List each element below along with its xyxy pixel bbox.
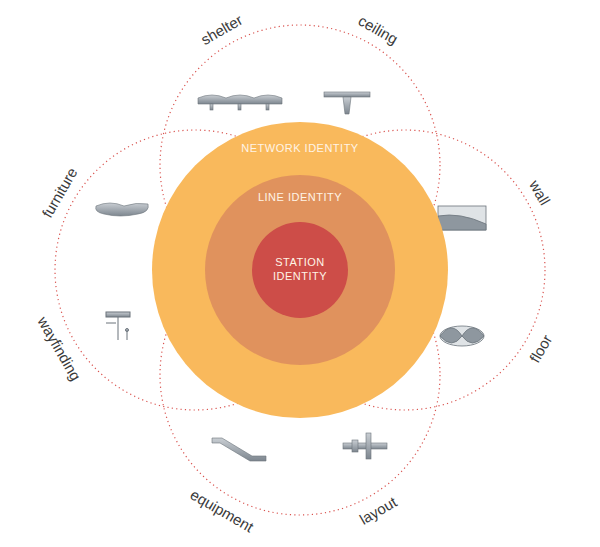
identity-label: NETWORK IDENTITY — [230, 142, 370, 156]
circle-fill — [205, 175, 395, 365]
identity-circle: STATION IDENTITY — [252, 222, 348, 318]
identity-circle: LINE IDENTITY STATION IDENTITY — [205, 175, 395, 365]
layout-icon — [343, 433, 387, 459]
category-label: furniture — [39, 164, 81, 220]
category-label: layout — [356, 493, 399, 528]
circle-fill — [152, 122, 448, 418]
shelter-icon — [198, 95, 282, 110]
floor-icon — [440, 326, 484, 346]
wall-icon — [438, 206, 486, 230]
category-label: shelter — [198, 11, 245, 48]
category-label: wall — [526, 177, 554, 208]
identity-label: STATION IDENTITY — [267, 256, 333, 284]
category-label: ceiling — [355, 12, 400, 48]
circle-fill — [252, 222, 348, 318]
furniture-icon — [96, 203, 149, 216]
wayfinding-icon — [106, 312, 130, 340]
category-label: equipment — [187, 485, 256, 535]
category-label: floor — [525, 331, 554, 365]
identity-circle: NETWORK IDENTITY LINE IDENTITY STATION IDE… — [152, 122, 448, 418]
escalator-icon — [212, 438, 266, 461]
identity-label: LINE IDENTITY — [250, 191, 350, 205]
category-label: wayfinding — [35, 313, 85, 383]
ceiling-icon — [324, 92, 370, 114]
